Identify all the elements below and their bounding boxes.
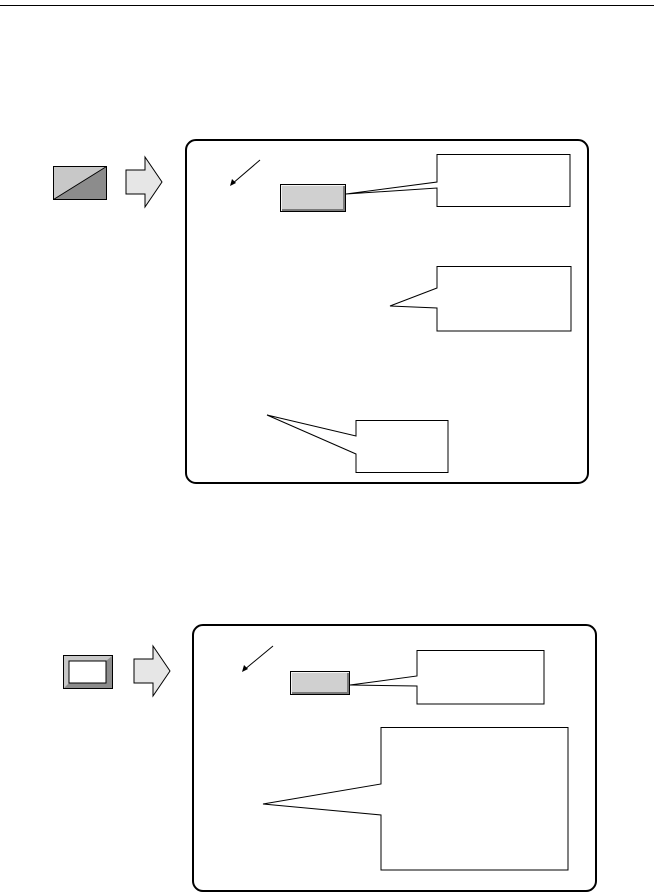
sample-button[interactable] [290, 671, 350, 695]
pointer-arrow-icon [242, 645, 274, 672]
callout-middle-right [389, 266, 572, 332]
callout-bottom [266, 414, 449, 473]
right-arrow-icon [133, 644, 171, 698]
sample-button[interactable] [280, 184, 346, 212]
section-2 [0, 600, 654, 894]
diagonal-split-button-icon [53, 166, 107, 200]
bevelled-frame-icon [63, 655, 113, 689]
right-arrow-icon [125, 155, 163, 209]
callout-top-right [345, 154, 571, 207]
header-rule [0, 5, 654, 6]
section-1 [53, 139, 589, 484]
callout-large [262, 727, 569, 871]
callout-top-right [349, 650, 545, 705]
pointer-arrow-icon [230, 159, 261, 186]
